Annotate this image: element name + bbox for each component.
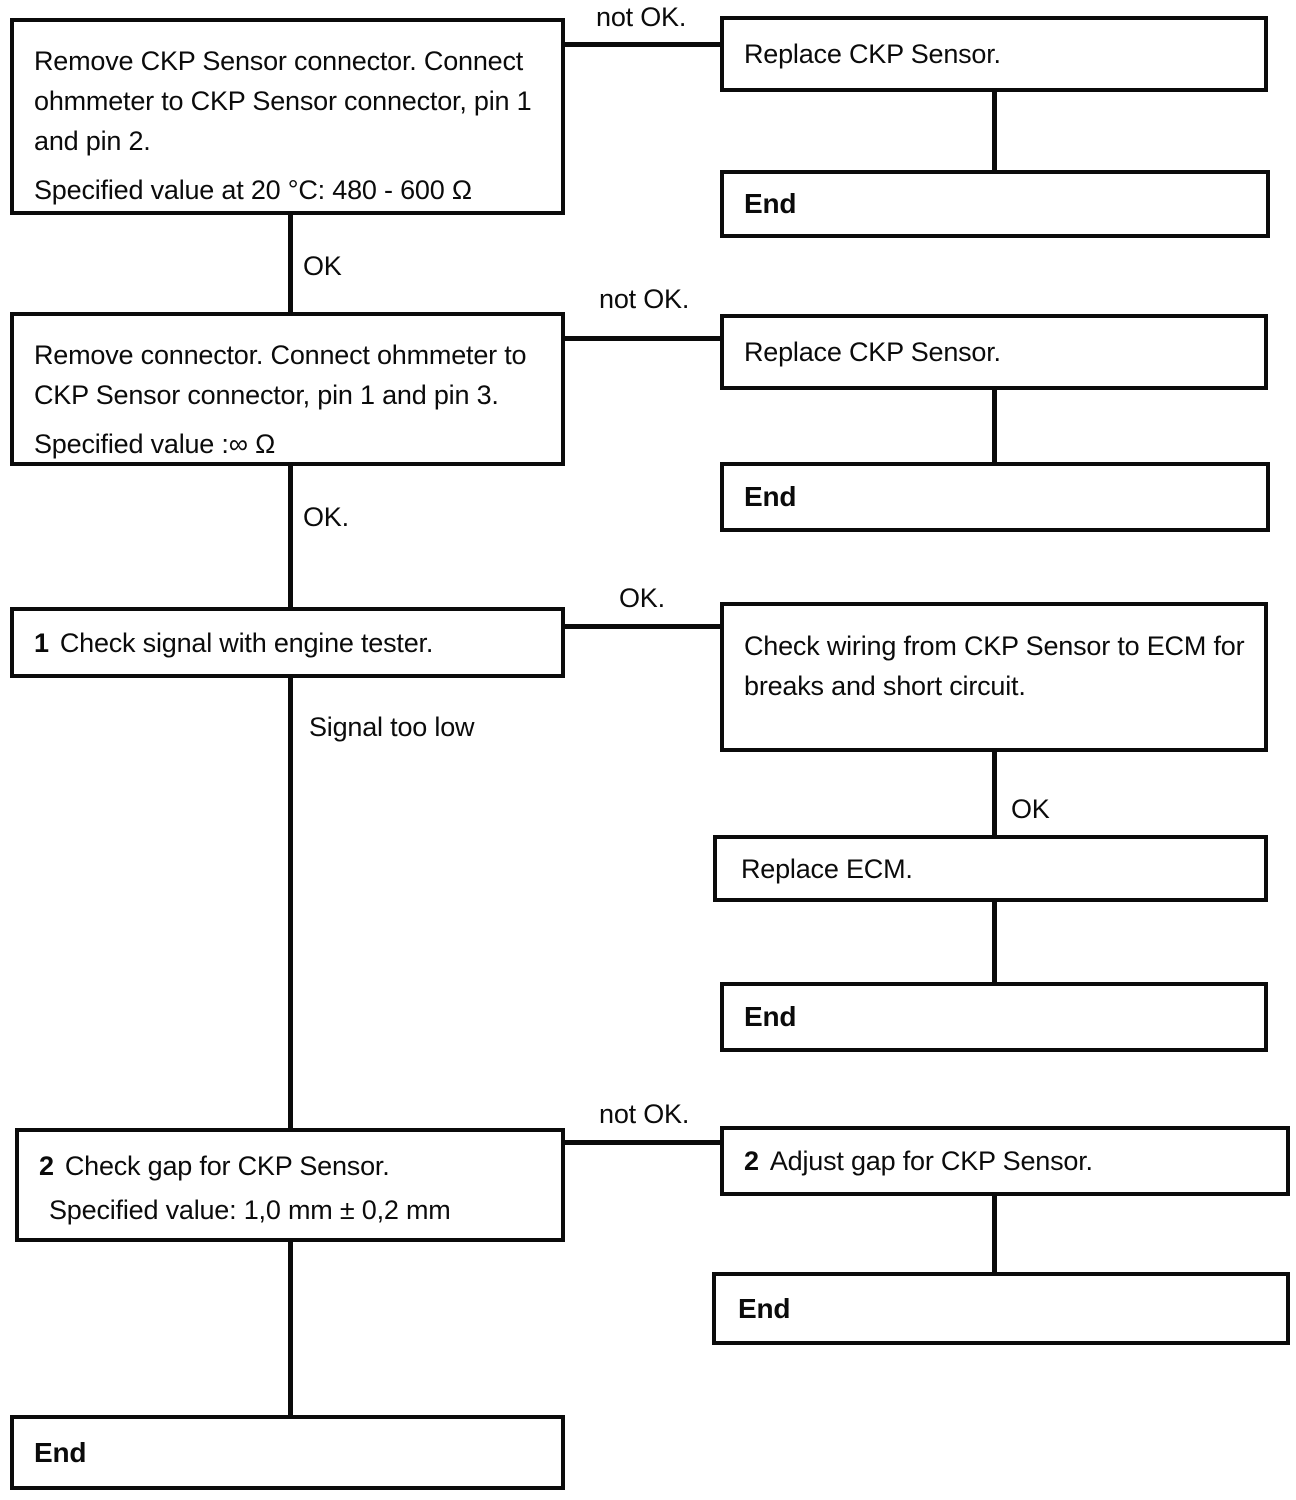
flow-box-check-resistance-pin1-pin2: Remove CKP Sensor connector. Connect ohm…: [10, 18, 565, 215]
box-text-line: CKP Sensor connector, pin 1 and pin 3.: [34, 380, 499, 410]
connector-v-adjust-to-end4: [992, 1194, 997, 1274]
box-text: Adjust gap for CKP Sensor.: [769, 1146, 1093, 1176]
connector-v-replace2-to-end2: [992, 388, 997, 464]
flow-box-replace-ecm: Replace ECM.: [713, 835, 1268, 902]
connector-h-step3-to-checkwiring: [563, 624, 724, 629]
branch-label-not-ok-1: not OK.: [596, 2, 687, 33]
connector-h-step4-to-adjust: [563, 1140, 724, 1145]
end-text: End: [744, 481, 797, 512]
flow-box-end-1: End: [720, 170, 1270, 238]
box-text-line: Check wiring from CKP Sensor to ECM for: [744, 631, 1245, 661]
connector-v-step2-to-step3: [288, 464, 293, 609]
flow-box-check-signal: 1 Check signal with engine tester.: [10, 607, 565, 678]
flow-box-check-resistance-pin1-pin3: Remove connector. Connect ohmmeter to CK…: [10, 312, 565, 466]
box-text-line: Remove CKP Sensor connector. Connect: [34, 46, 524, 76]
specified-value-text: Specified value at 20 °C: 480 - 600 Ω: [34, 175, 472, 205]
box-text: Check signal with engine tester.: [59, 627, 434, 658]
box-text-line: breaks and short circuit.: [744, 671, 1026, 701]
connector-v-replace1-to-end1: [992, 90, 997, 172]
connector-h-step2-to-replace: [563, 336, 724, 341]
flow-box-end-5: End: [10, 1415, 565, 1490]
flow-box-replace-ckp-sensor-1: Replace CKP Sensor.: [720, 16, 1268, 92]
box-text: Replace ECM.: [741, 853, 913, 884]
branch-label-ok-1: OK: [303, 251, 342, 282]
branch-label-not-ok-2: not OK.: [599, 284, 690, 315]
branch-label-not-ok-4: not OK.: [599, 1099, 690, 1130]
branch-label-signal-too-low: Signal too low: [309, 712, 475, 743]
connector-v-step4-to-end5: [288, 1240, 293, 1417]
step-number: 2: [39, 1151, 54, 1181]
flow-box-adjust-gap: 2 Adjust gap for CKP Sensor.: [720, 1126, 1290, 1196]
box-text: Replace CKP Sensor.: [744, 337, 1001, 367]
connector-v-checkwiring-to-replaceecm: [992, 750, 997, 837]
flow-box-end-4: End: [712, 1272, 1290, 1345]
connector-v-step3-to-step4: [288, 676, 293, 1130]
end-text: End: [738, 1292, 791, 1324]
flow-box-check-gap: 2 Check gap for CKP Sensor. Specified val…: [15, 1128, 565, 1242]
flow-box-replace-ckp-sensor-2: Replace CKP Sensor.: [720, 314, 1268, 390]
end-text: End: [744, 1001, 797, 1032]
box-text-line: and pin 2.: [34, 126, 151, 156]
branch-label-ok-3: OK.: [619, 583, 665, 614]
end-text: End: [744, 188, 797, 219]
flow-box-end-2: End: [720, 462, 1270, 532]
branch-label-ok-wiring: OK: [1011, 794, 1050, 825]
specified-value-text: Specified value: 1,0 mm ± 0,2 mm: [49, 1195, 451, 1225]
branch-label-ok-2: OK.: [303, 502, 349, 533]
specified-value-text: Specified value :∞ Ω: [34, 429, 276, 459]
box-text-line: 2 Check gap for CKP Sensor.: [39, 1146, 547, 1186]
connector-v-step1-to-step2: [288, 213, 293, 314]
flow-box-check-wiring: Check wiring from CKP Sensor to ECM for …: [720, 602, 1268, 752]
connector-v-replaceecm-to-end3: [992, 900, 997, 984]
box-text: Check gap for CKP Sensor.: [64, 1151, 390, 1181]
flow-box-end-3: End: [720, 982, 1268, 1052]
box-text-line: Remove connector. Connect ohmmeter to: [34, 340, 527, 370]
box-text-line: ohmmeter to CKP Sensor connector, pin 1: [34, 86, 532, 116]
end-text: End: [34, 1436, 87, 1468]
connector-h-step1-to-replace: [563, 42, 724, 47]
step-number: 2: [744, 1146, 759, 1176]
box-text: Replace CKP Sensor.: [744, 39, 1001, 69]
step-number: 1: [34, 627, 49, 658]
